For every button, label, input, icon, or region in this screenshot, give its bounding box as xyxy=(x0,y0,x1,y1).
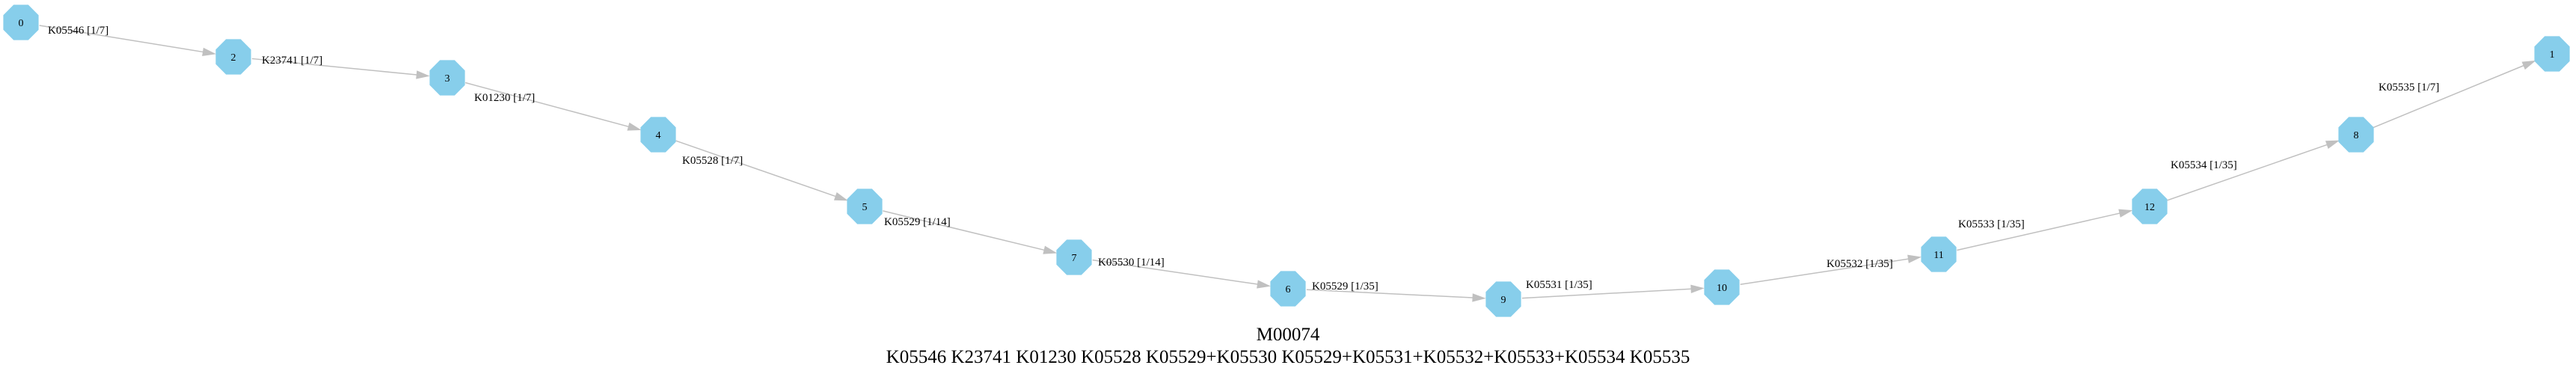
arrowhead-icon xyxy=(1907,254,1922,263)
arrowhead-icon xyxy=(627,122,642,131)
node-12: 12 xyxy=(2132,188,2168,224)
node-octagon xyxy=(215,39,251,75)
edge-line xyxy=(1740,258,1909,285)
node-label: 2 xyxy=(231,52,236,64)
node-1: 1 xyxy=(2534,36,2570,72)
edge-12-8: K05534 [1/35] xyxy=(2167,140,2340,201)
node-label: 0 xyxy=(19,18,24,29)
node-label: 9 xyxy=(1501,295,1506,306)
node-octagon xyxy=(2132,188,2168,224)
node-octagon xyxy=(1921,236,1957,272)
node-label: 11 xyxy=(1933,250,1943,261)
edge-4-5: K05528 [1/7] xyxy=(675,140,848,201)
title-block: M00074 K05546 K23741 K01230 K05528 K0552… xyxy=(886,325,1690,367)
node-octagon xyxy=(2338,117,2374,153)
node-2: 2 xyxy=(215,39,251,75)
node-label: 12 xyxy=(2144,202,2155,213)
node-10: 10 xyxy=(1704,269,1740,305)
edge-7-6: K05530 [1/14] xyxy=(1092,257,1271,289)
edge-line xyxy=(251,58,417,76)
edge-line xyxy=(464,82,629,128)
node-octagon xyxy=(847,188,883,224)
edge-line xyxy=(675,140,836,197)
edge-5-7: K05529 [1/14] xyxy=(883,210,1058,254)
node-octagon xyxy=(640,117,676,153)
edge-label: K05546 [1/7] xyxy=(48,25,108,37)
edge-label: K05531 [1/35] xyxy=(1526,279,1592,291)
arrowhead-icon xyxy=(202,47,216,56)
edge-11-12: K05533 [1/35] xyxy=(1957,209,2133,251)
edge-10-11: K05532 [1/35] xyxy=(1740,254,1922,285)
node-9: 9 xyxy=(1485,281,1521,317)
edge-label: K05532 [1/35] xyxy=(1827,258,1893,270)
edge-label: K05530 [1/14] xyxy=(1098,257,1165,269)
node-octagon xyxy=(1704,269,1740,305)
node-4: 4 xyxy=(640,117,676,153)
node-octagon xyxy=(1485,281,1521,317)
edge-2-3: K23741 [1/7] xyxy=(251,55,430,79)
node-label: 8 xyxy=(2354,130,2359,141)
node-6: 6 xyxy=(1270,271,1306,307)
node-label: 10 xyxy=(1717,283,1727,294)
module-title: M00074 xyxy=(1257,325,1320,345)
node-8: 8 xyxy=(2338,117,2374,153)
edge-line xyxy=(39,25,203,53)
node-octagon xyxy=(2534,36,2570,72)
edges-layer: K05546 [1/7] K23741 [1/7] K01230 [1/7] K055… xyxy=(39,25,2536,302)
nodes-layer: 0 2 3 4 5 7 6 9 10 11 12 8 1 xyxy=(3,4,2570,317)
edge-line xyxy=(1092,259,1258,285)
arrowhead-icon xyxy=(833,192,848,201)
edge-line xyxy=(883,210,1045,251)
node-label: 3 xyxy=(445,73,450,85)
arrowhead-icon xyxy=(2521,60,2536,70)
node-5: 5 xyxy=(847,188,883,224)
edge-label: K23741 [1/7] xyxy=(262,55,322,67)
edge-line xyxy=(2373,64,2524,129)
edge-label: K05528 [1/7] xyxy=(682,155,743,167)
module-definition: K05546 K23741 K01230 K05528 K05529+K0553… xyxy=(886,347,1690,367)
edge-8-1: K05535 [1/7] xyxy=(2373,60,2536,129)
edge-3-4: K01230 [1/7] xyxy=(464,82,642,131)
arrowhead-icon xyxy=(2118,209,2133,218)
node-octagon xyxy=(3,4,39,40)
node-7: 7 xyxy=(1056,239,1092,275)
edge-line xyxy=(1306,289,1473,298)
node-11: 11 xyxy=(1921,236,1957,272)
edge-9-10: K05531 [1/35] xyxy=(1521,279,1705,299)
node-label: 7 xyxy=(1072,253,1077,264)
edge-0-2: K05546 [1/7] xyxy=(39,25,216,56)
edge-label: K05529 [1/35] xyxy=(1312,280,1379,292)
edge-label: K05533 [1/35] xyxy=(1958,218,2025,230)
arrowhead-icon xyxy=(416,70,430,79)
edge-line xyxy=(1521,288,1692,299)
arrowhead-icon xyxy=(2325,140,2340,149)
arrowhead-icon xyxy=(1690,284,1705,293)
edge-6-9: K05529 [1/35] xyxy=(1306,280,1486,302)
node-label: 5 xyxy=(862,202,868,213)
edge-label: K05534 [1/35] xyxy=(2171,159,2237,171)
arrowhead-icon xyxy=(1043,245,1058,254)
edge-line xyxy=(1957,212,2120,251)
node-label: 6 xyxy=(1286,284,1291,295)
node-octagon xyxy=(1270,271,1306,307)
edge-line xyxy=(2167,144,2328,201)
edge-label: K05529 [1/14] xyxy=(884,216,951,228)
edge-label: K01230 [1/7] xyxy=(474,92,535,104)
edge-label: K05535 [1/7] xyxy=(2379,82,2439,94)
node-octagon xyxy=(1056,239,1092,275)
arrowhead-icon xyxy=(1472,293,1486,302)
node-0: 0 xyxy=(3,4,39,40)
node-label: 4 xyxy=(656,130,661,141)
node-label: 1 xyxy=(2550,49,2555,61)
arrowhead-icon xyxy=(1257,280,1271,289)
node-3: 3 xyxy=(429,60,465,96)
node-octagon xyxy=(429,60,465,96)
